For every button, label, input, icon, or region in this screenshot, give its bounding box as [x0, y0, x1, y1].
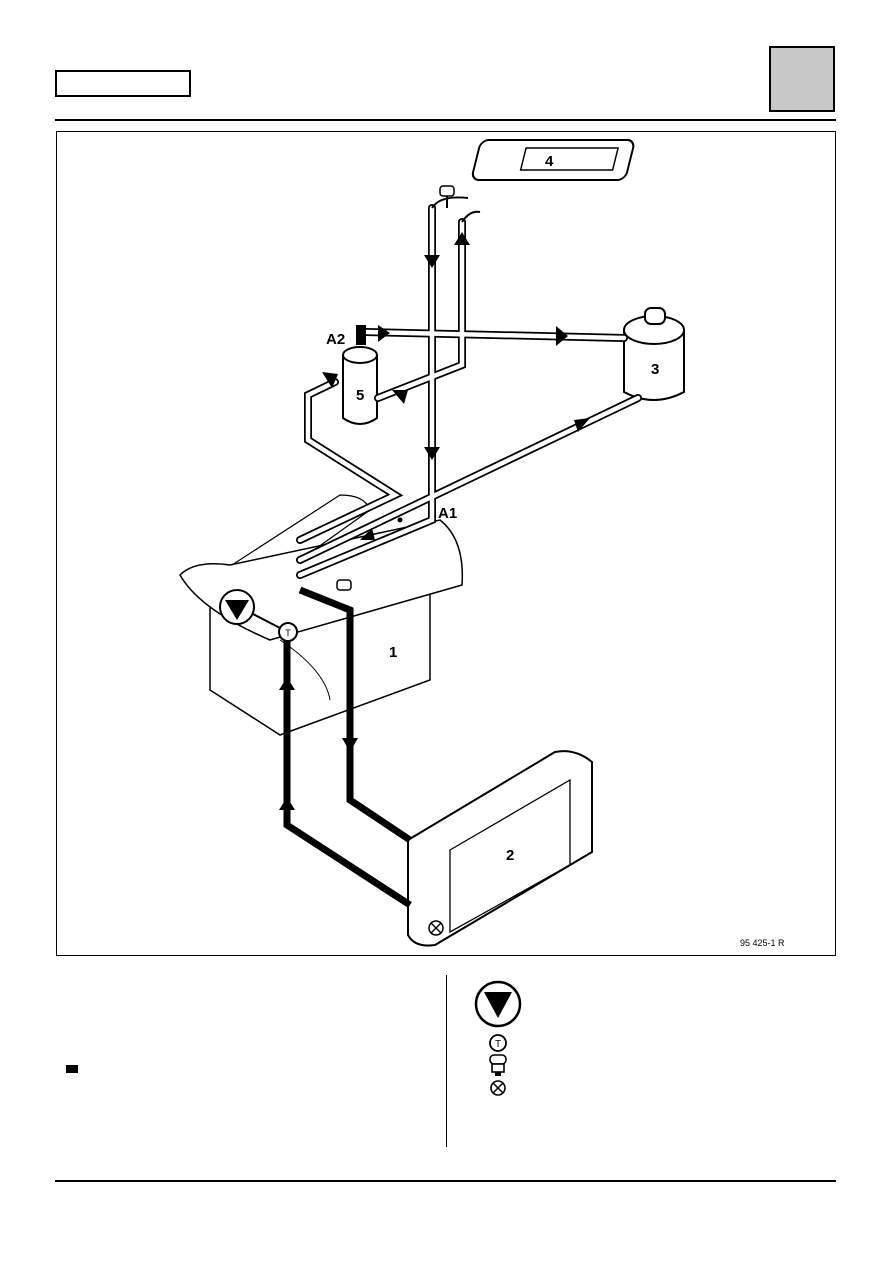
cooling-circuit-diagram: T 4 3 5 A2 A1 1 2 95 425-1 R — [179, 139, 785, 948]
figure-frame — [56, 131, 836, 956]
footer-rule — [55, 1180, 836, 1182]
label-radiator: 2 — [506, 847, 514, 864]
flow-arrows — [279, 232, 590, 810]
label-engine: 1 — [389, 644, 397, 661]
heater-matrix — [471, 139, 635, 181]
header-title-box — [55, 70, 191, 97]
arrow-up-1 — [454, 232, 470, 245]
arrow-right-2 — [378, 325, 390, 342]
heater-connections — [431, 196, 481, 223]
radiator — [407, 750, 593, 947]
label-expansion-bottle: 3 — [651, 361, 659, 378]
bleed-screw-icon — [489, 1054, 507, 1076]
arrow-down-1 — [424, 255, 440, 268]
label-a2: A2 — [326, 331, 345, 348]
svg-text:T: T — [495, 1039, 501, 1050]
point-a2-stub — [356, 325, 366, 345]
arrow-right-1 — [556, 326, 568, 346]
legend-icons: T — [474, 980, 522, 1096]
engine-bleed-screw — [336, 579, 352, 591]
legend-marker — [66, 1065, 78, 1073]
svg-text:T: T — [285, 628, 291, 638]
heater-bleed-screw — [439, 185, 455, 208]
expansion-bottle — [623, 307, 685, 401]
label-heater: 4 — [545, 153, 554, 170]
arrow-right-3 — [392, 390, 408, 404]
water-pump-icon — [474, 980, 522, 1028]
label-a1: A1 — [438, 505, 457, 522]
arrow-down-2 — [424, 447, 440, 460]
header-rule — [55, 119, 836, 121]
drain-plug-icon — [490, 1080, 506, 1096]
arrow-up-2 — [322, 372, 338, 388]
radiator-hoses — [283, 586, 412, 908]
arrow-up-3 — [279, 677, 295, 690]
section-tab — [769, 46, 835, 112]
figure-reference: 95 425-1 R — [740, 938, 785, 948]
water-pump — [219, 589, 255, 625]
thermostat: T — [252, 613, 298, 642]
thermostat-icon: T — [489, 1034, 507, 1052]
label-component-5: 5 — [356, 387, 364, 404]
arrow-left-1 — [574, 418, 590, 432]
drain-plug — [428, 920, 444, 936]
arrow-up-4 — [279, 797, 295, 810]
column-divider — [446, 975, 447, 1147]
arrow-left-2 — [360, 528, 375, 540]
component-5 — [342, 346, 378, 425]
point-a1-dot — [397, 517, 403, 523]
arrow-down-3 — [342, 738, 358, 752]
